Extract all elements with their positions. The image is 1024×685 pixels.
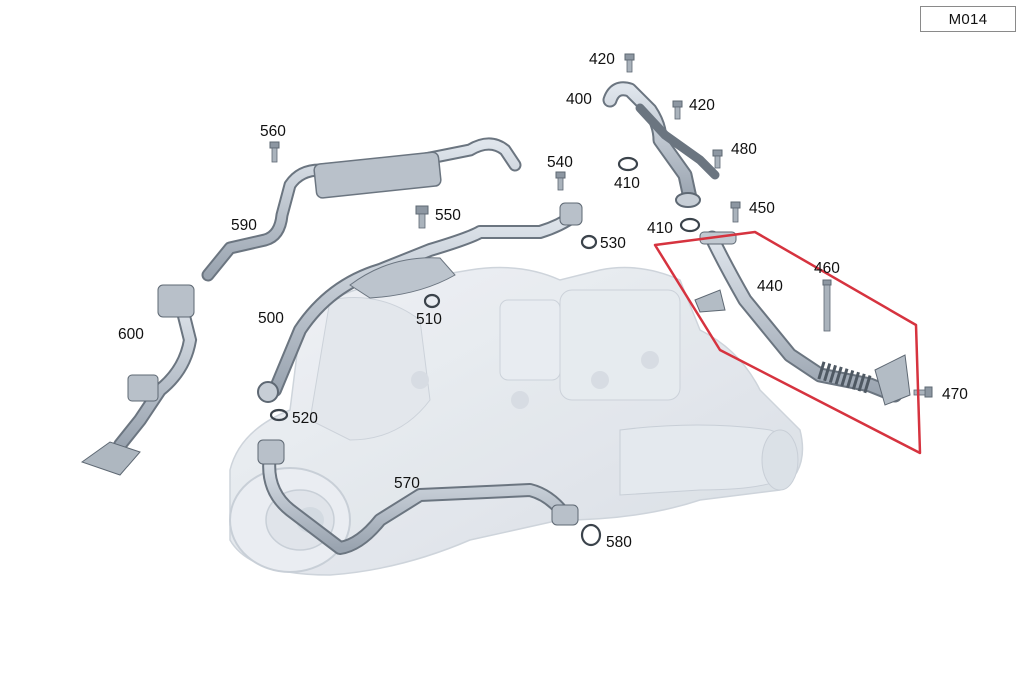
bolt-470 — [913, 386, 933, 398]
stud-460 — [822, 279, 832, 332]
label-510: 510 — [416, 311, 442, 328]
coolant-pipe-570 — [257, 439, 579, 555]
bolt-420b — [672, 100, 683, 120]
bolt-550 — [415, 205, 429, 229]
seal-580 — [580, 523, 602, 547]
label-590: 590 — [231, 217, 257, 234]
bolt-420a — [624, 53, 635, 73]
coolant-pipe-500 — [257, 202, 583, 403]
label-470: 470 — [942, 386, 968, 403]
seal-410a — [617, 156, 639, 172]
egr-pipe-400 — [602, 81, 720, 208]
label-420b: 420 — [689, 97, 715, 114]
label-570: 570 — [394, 475, 420, 492]
label-440: 440 — [757, 278, 783, 295]
label-420a: 420 — [589, 51, 615, 68]
label-410a: 410 — [614, 175, 640, 192]
highlight-outline — [653, 230, 922, 455]
diagram-code-box: M014 — [920, 6, 1016, 32]
label-500: 500 — [258, 310, 284, 327]
heat-shield-590 — [313, 151, 442, 199]
label-550: 550 — [435, 207, 461, 224]
bolt-450 — [730, 201, 741, 223]
turbocharger-ghost — [229, 266, 804, 576]
label-400: 400 — [566, 91, 592, 108]
bolt-480 — [712, 149, 723, 169]
label-600: 600 — [118, 326, 144, 343]
label-460: 460 — [814, 260, 840, 277]
label-450: 450 — [749, 200, 775, 217]
label-580: 580 — [606, 534, 632, 551]
label-540: 540 — [547, 154, 573, 171]
bolt-560 — [269, 141, 280, 163]
seal-510 — [423, 293, 441, 309]
diagram-code: M014 — [948, 10, 988, 28]
seal-410b — [679, 217, 701, 233]
bolt-540 — [555, 171, 566, 191]
seal-530 — [580, 234, 598, 250]
label-520: 520 — [292, 410, 318, 427]
label-480: 480 — [731, 141, 757, 158]
label-560: 560 — [260, 123, 286, 140]
sensor-600 — [80, 284, 198, 476]
label-530: 530 — [600, 235, 626, 252]
seal-520 — [269, 408, 289, 422]
label-410b: 410 — [647, 220, 673, 237]
